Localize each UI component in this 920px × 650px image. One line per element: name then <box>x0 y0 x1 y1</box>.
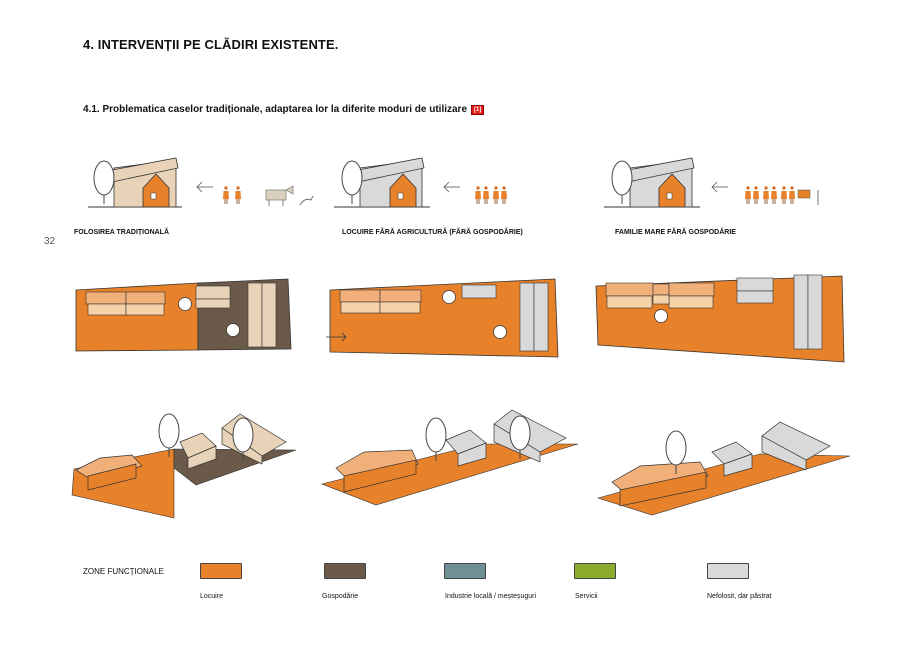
column-title-no-agriculture: LOCUIRE FĂRĂ AGRICULTURĂ (FĂRĂ GOSPODĂRI… <box>342 229 523 236</box>
legend-swatch-housing <box>200 563 242 579</box>
section-subheading: 4.1. Problematica caselor tradiționale, … <box>83 104 485 115</box>
plan-traditional <box>75 278 292 352</box>
page-heading: 4. INTERVENȚII PE CLĂDIRI EXISTENTE. <box>83 37 339 52</box>
page-number: 32 <box>44 236 56 247</box>
legend-label-services: Servicii <box>575 593 598 600</box>
legend-title: ZONE FUNCȚIONALE <box>83 567 164 576</box>
legend-label-housing: Locuire <box>200 593 223 600</box>
legend-swatch-unused <box>707 563 749 579</box>
legend-label-unused: Nefolosit, dar păstrat <box>707 593 772 600</box>
subheading-text: 4.1. Problematica caselor tradiționale, … <box>83 104 468 115</box>
plan-no-agriculture <box>326 278 559 358</box>
legend-label-household: Gospodărie <box>322 593 359 600</box>
legend-label-industry: Industrie locală / meșteșuguri <box>445 593 537 600</box>
legend-swatch-household <box>324 563 366 579</box>
legend-swatch-industry <box>444 563 486 579</box>
column-title-large-family: FAMILIE MARE FĂRĂ GOSPODĂRIE <box>615 229 736 236</box>
column-title-traditional: FOLOSIREA TRADIȚIONALĂ <box>74 229 170 236</box>
isometric-traditional <box>71 413 297 519</box>
reference-badge[interactable]: [1] <box>471 105 485 115</box>
legend-swatch-services <box>574 563 616 579</box>
elevation-no-agriculture <box>334 157 508 208</box>
isometric-no-agriculture <box>321 409 579 506</box>
elevation-traditional <box>88 157 314 208</box>
plan-large-family <box>595 274 845 363</box>
elevation-large-family <box>604 157 819 208</box>
isometric-large-family <box>596 421 851 516</box>
